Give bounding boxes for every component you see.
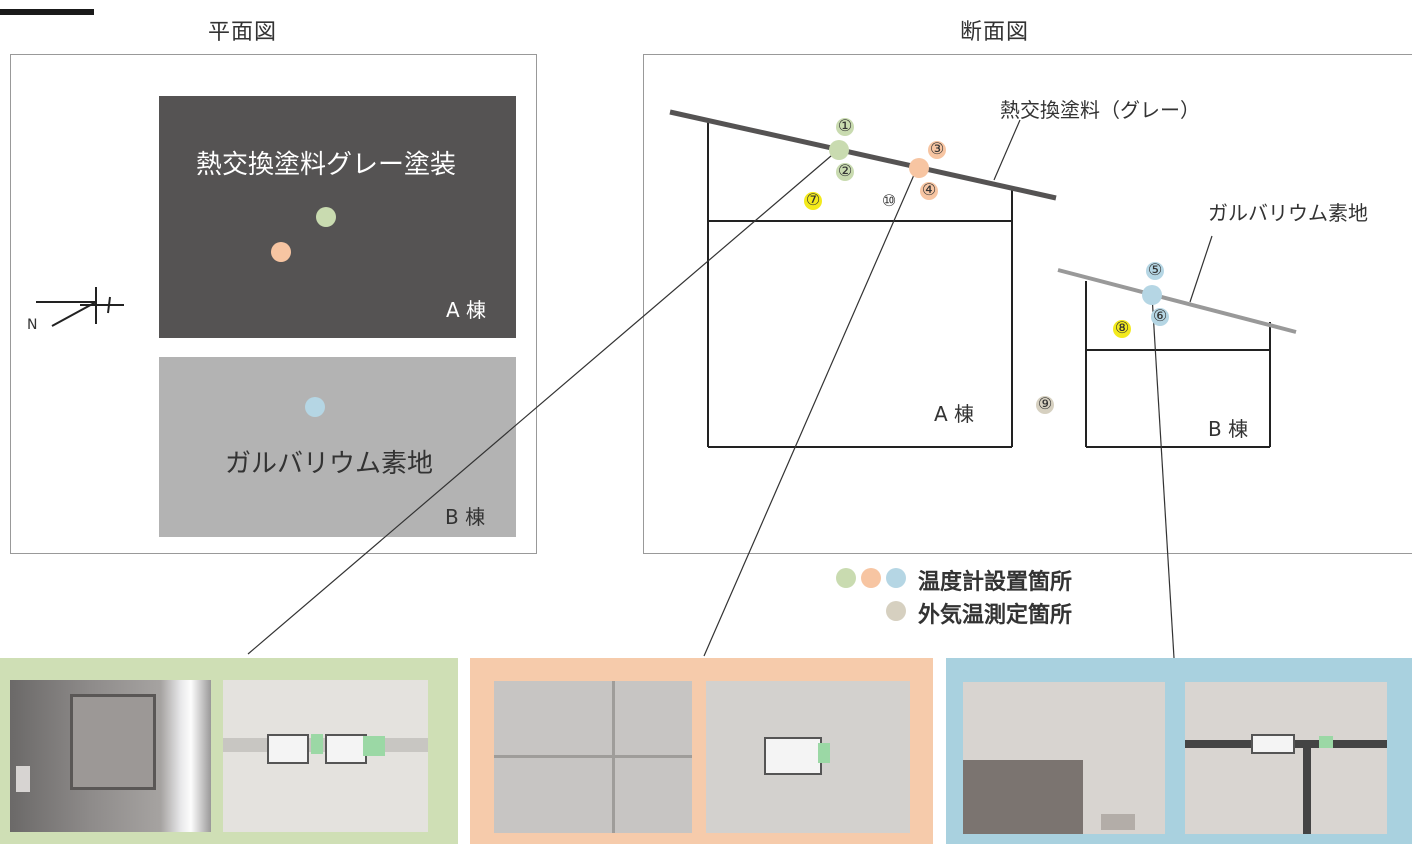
legend-dot-orange bbox=[861, 568, 881, 588]
plan-a-building-label: A 棟 bbox=[446, 298, 487, 322]
photo-thermometer-b bbox=[706, 681, 910, 833]
legend-dot-beige bbox=[886, 601, 906, 621]
plan-b-roof-label: ガルバリウム素地 bbox=[225, 449, 434, 479]
photo-ceiling-tiles bbox=[494, 681, 692, 833]
photo-group-orange bbox=[470, 658, 933, 844]
plan-a-roof-label: 熱交換塗料グレー塗装 bbox=[196, 150, 457, 180]
section-marker-orange bbox=[909, 158, 929, 178]
door-frame bbox=[963, 760, 1083, 834]
legend-thermometer-label: 温度計設置箇所 bbox=[918, 570, 1073, 595]
point-9: ⑨ bbox=[1036, 394, 1054, 414]
photo-group-blue bbox=[946, 658, 1412, 844]
sensor-clip bbox=[818, 743, 830, 763]
point-1: ① bbox=[836, 116, 854, 136]
door-frame bbox=[1303, 740, 1311, 834]
section-panel bbox=[643, 54, 1412, 554]
plan-building-b: ガルバリウム素地 B 棟 bbox=[159, 357, 516, 537]
plan-panel: 熱交換塗料グレー塗装 A 棟 ガルバリウム素地 B 棟 N bbox=[10, 54, 537, 554]
point-3: ③ bbox=[928, 139, 946, 159]
legend-dot-green bbox=[836, 568, 856, 588]
point-10: ⑩ bbox=[880, 191, 898, 211]
section-a-label: A 棟 bbox=[934, 402, 975, 426]
tile-seam bbox=[494, 755, 692, 758]
coating-label: 熱交換塗料（グレー） bbox=[1000, 98, 1200, 122]
point-2: ② bbox=[836, 161, 854, 181]
wall-socket bbox=[16, 766, 30, 792]
thermometer-device bbox=[325, 734, 367, 764]
plan-building-a: 熱交換塗料グレー塗装 A 棟 bbox=[159, 96, 516, 338]
sensor-clip bbox=[311, 734, 323, 754]
thermometer-marker-blue bbox=[305, 397, 325, 417]
section-title: 断面図 bbox=[960, 20, 1030, 45]
thermometer-device bbox=[764, 737, 822, 775]
point-8: ⑧ bbox=[1113, 318, 1131, 338]
point-5: ⑤ bbox=[1146, 260, 1164, 280]
tile-seam bbox=[612, 681, 615, 833]
ceiling-panel bbox=[70, 694, 156, 790]
wall-plate bbox=[1101, 814, 1135, 830]
point-6: ⑥ bbox=[1151, 306, 1169, 326]
section-b-label: B 棟 bbox=[1208, 417, 1249, 441]
photo-wall-doors bbox=[963, 682, 1165, 834]
north-label: N bbox=[27, 317, 38, 333]
galvalume-label: ガルバリウム素地 bbox=[1208, 201, 1368, 225]
photo-thermometers-a bbox=[223, 680, 428, 832]
legend-outdoor-label: 外気温測定箇所 bbox=[918, 603, 1073, 628]
north-arrow-icon bbox=[36, 287, 124, 327]
point-7: ⑦ bbox=[804, 190, 822, 210]
plan-title: 平面図 bbox=[208, 20, 278, 45]
thermometer-marker-green bbox=[316, 207, 336, 227]
corner-bar bbox=[0, 9, 94, 15]
photo-thermometer-c bbox=[1185, 682, 1387, 834]
legend-dot-blue bbox=[886, 568, 906, 588]
photo-ceiling-fixture bbox=[10, 680, 211, 832]
point-4: ④ bbox=[920, 180, 938, 200]
section-marker-green bbox=[829, 140, 849, 160]
sensor-clip bbox=[1319, 736, 1333, 748]
sensor-clip bbox=[363, 736, 385, 756]
thermometer-marker-orange bbox=[271, 242, 291, 262]
plan-b-building-label: B 棟 bbox=[445, 505, 486, 529]
section-marker-blue bbox=[1142, 285, 1162, 305]
thermometer-device bbox=[267, 734, 309, 764]
thermometer-device bbox=[1251, 734, 1295, 754]
photo-group-green bbox=[0, 658, 458, 844]
